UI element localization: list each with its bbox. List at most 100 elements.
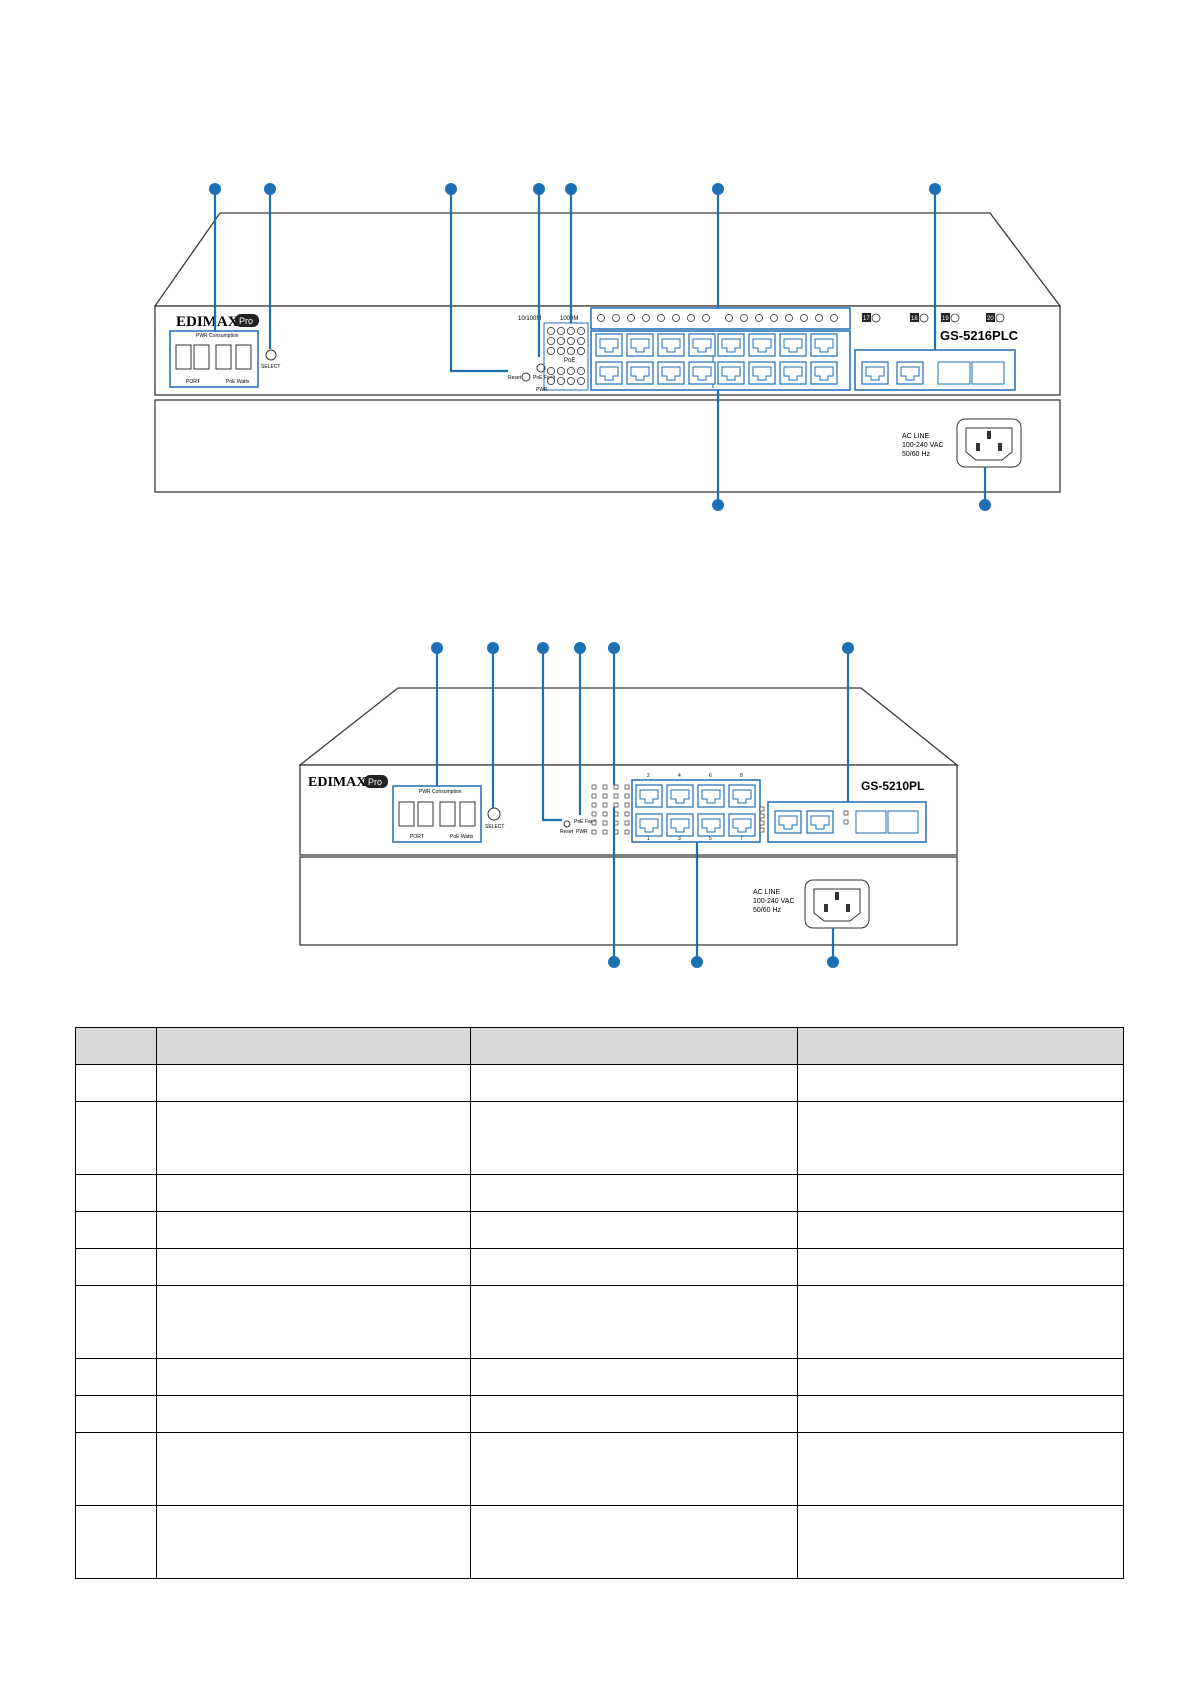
sfp-led: [995, 313, 1005, 323]
rj45-port[interactable]: [697, 784, 725, 808]
matrix-led: [567, 336, 576, 345]
rj45-port[interactable]: [748, 361, 776, 385]
ac-power-inlet[interactable]: [804, 879, 870, 929]
matrix-led: [613, 793, 619, 799]
pwr-consumption-label: PWR Consumption: [196, 333, 239, 339]
callout-dot: [827, 956, 839, 968]
table-cell: [797, 1358, 1124, 1396]
rj45-port[interactable]: [688, 361, 716, 385]
rj45-port[interactable]: [666, 784, 694, 808]
rj45-port[interactable]: [728, 813, 756, 837]
rj45-port[interactable]: [635, 813, 663, 837]
matrix-led: [557, 346, 566, 355]
sfp-label-box: [862, 313, 871, 322]
rj45-port[interactable]: [779, 333, 807, 357]
table-cell: [75, 1432, 157, 1506]
rj45-port[interactable]: [626, 333, 654, 357]
table-cell: [156, 1211, 471, 1249]
matrix-led: [624, 793, 630, 799]
sfp-slot-1[interactable]: [937, 361, 971, 385]
rj45-port[interactable]: [697, 813, 725, 837]
rj45-port[interactable]: [657, 333, 685, 357]
callout-dot: [487, 642, 499, 654]
port-led: [785, 314, 793, 322]
port-led: [755, 314, 763, 322]
port-number: 6: [709, 773, 712, 779]
matrix-led: [547, 346, 556, 355]
port-number: 4: [678, 773, 681, 779]
callout-dot: [537, 642, 549, 654]
port-label: PORT: [410, 834, 424, 840]
table-cell: [75, 1505, 157, 1579]
table-cell: [156, 1505, 471, 1579]
rj45-port[interactable]: [595, 333, 623, 357]
matrix-led: [602, 811, 608, 817]
rj45-port[interactable]: [657, 361, 685, 385]
callout-dot: [608, 642, 620, 654]
rj45-port[interactable]: [810, 361, 838, 385]
rj45-port[interactable]: [635, 784, 663, 808]
sfp-label-box: [910, 313, 919, 322]
port-number: 8: [740, 773, 743, 779]
reset-label: Reset: [560, 829, 574, 835]
rj45-port[interactable]: [779, 361, 807, 385]
rj45-port[interactable]: [626, 361, 654, 385]
callout-line: [541, 648, 562, 822]
sfp-slot-2[interactable]: [971, 361, 1005, 385]
table-cell: [156, 1432, 471, 1506]
port-led: [830, 314, 838, 322]
header-cell: [75, 1027, 157, 1065]
callout-dot: [712, 183, 724, 195]
product-diagrams: EDIMAX Pro PWR Consumption PORT PoE Watt…: [153, 183, 1062, 968]
matrix-led: [624, 829, 630, 835]
pwr-consumption-display: PWR Consumption PORT PoE Watts: [169, 330, 259, 388]
ac-power-inlet[interactable]: [956, 418, 1022, 468]
port-led-matrix: [591, 784, 630, 835]
sfp-slot-2[interactable]: [887, 810, 919, 834]
rj45-port[interactable]: [688, 333, 716, 357]
table-cell: [75, 1174, 157, 1212]
sfp-label: 20: [987, 316, 994, 322]
matrix-led: [624, 820, 630, 826]
table-cell: [797, 1285, 1124, 1359]
select-button[interactable]: SELECT: [261, 349, 280, 370]
matrix-led: [567, 346, 576, 355]
rj45-port[interactable]: [810, 333, 838, 357]
rj45-port[interactable]: [595, 361, 623, 385]
callout-dot: [608, 956, 620, 968]
select-button[interactable]: SELECT: [485, 807, 504, 830]
table-cell: [470, 1101, 798, 1175]
rj45-port[interactable]: [666, 813, 694, 837]
rj45-port[interactable]: [717, 333, 745, 357]
matrix-led: [602, 793, 608, 799]
reset-button[interactable]: [563, 820, 571, 828]
poe-fault-led: [536, 363, 546, 373]
matrix-led: [602, 829, 608, 835]
table-row: [75, 1285, 1124, 1359]
matrix-led: [602, 820, 608, 826]
rj45-port[interactable]: [748, 333, 776, 357]
port-led: [725, 314, 733, 322]
reset-button[interactable]: [521, 372, 531, 382]
matrix-led: [567, 326, 576, 335]
edimax-logo: EDIMAX Pro: [308, 775, 388, 790]
matrix-led: [557, 366, 566, 375]
port-led: [815, 314, 823, 322]
header-cell: [797, 1027, 1124, 1065]
sfp-slot-1[interactable]: [855, 810, 887, 834]
model-name: GS-5210PL: [861, 779, 924, 793]
led-legend-10-100: 10/100M: [518, 316, 541, 322]
matrix-led: [591, 820, 597, 826]
port-number: 3: [678, 836, 681, 842]
table-cell: [156, 1285, 471, 1359]
port-led-matrix: [543, 322, 589, 391]
brand-text: EDIMAX: [308, 775, 366, 790]
table-row: [75, 1358, 1124, 1396]
callout-dot: [264, 183, 276, 195]
sfp-led: [919, 313, 929, 323]
callout-dot: [431, 642, 443, 654]
rj45-port[interactable]: [717, 361, 745, 385]
rj45-port[interactable]: [728, 784, 756, 808]
table-cell: [75, 1285, 157, 1359]
